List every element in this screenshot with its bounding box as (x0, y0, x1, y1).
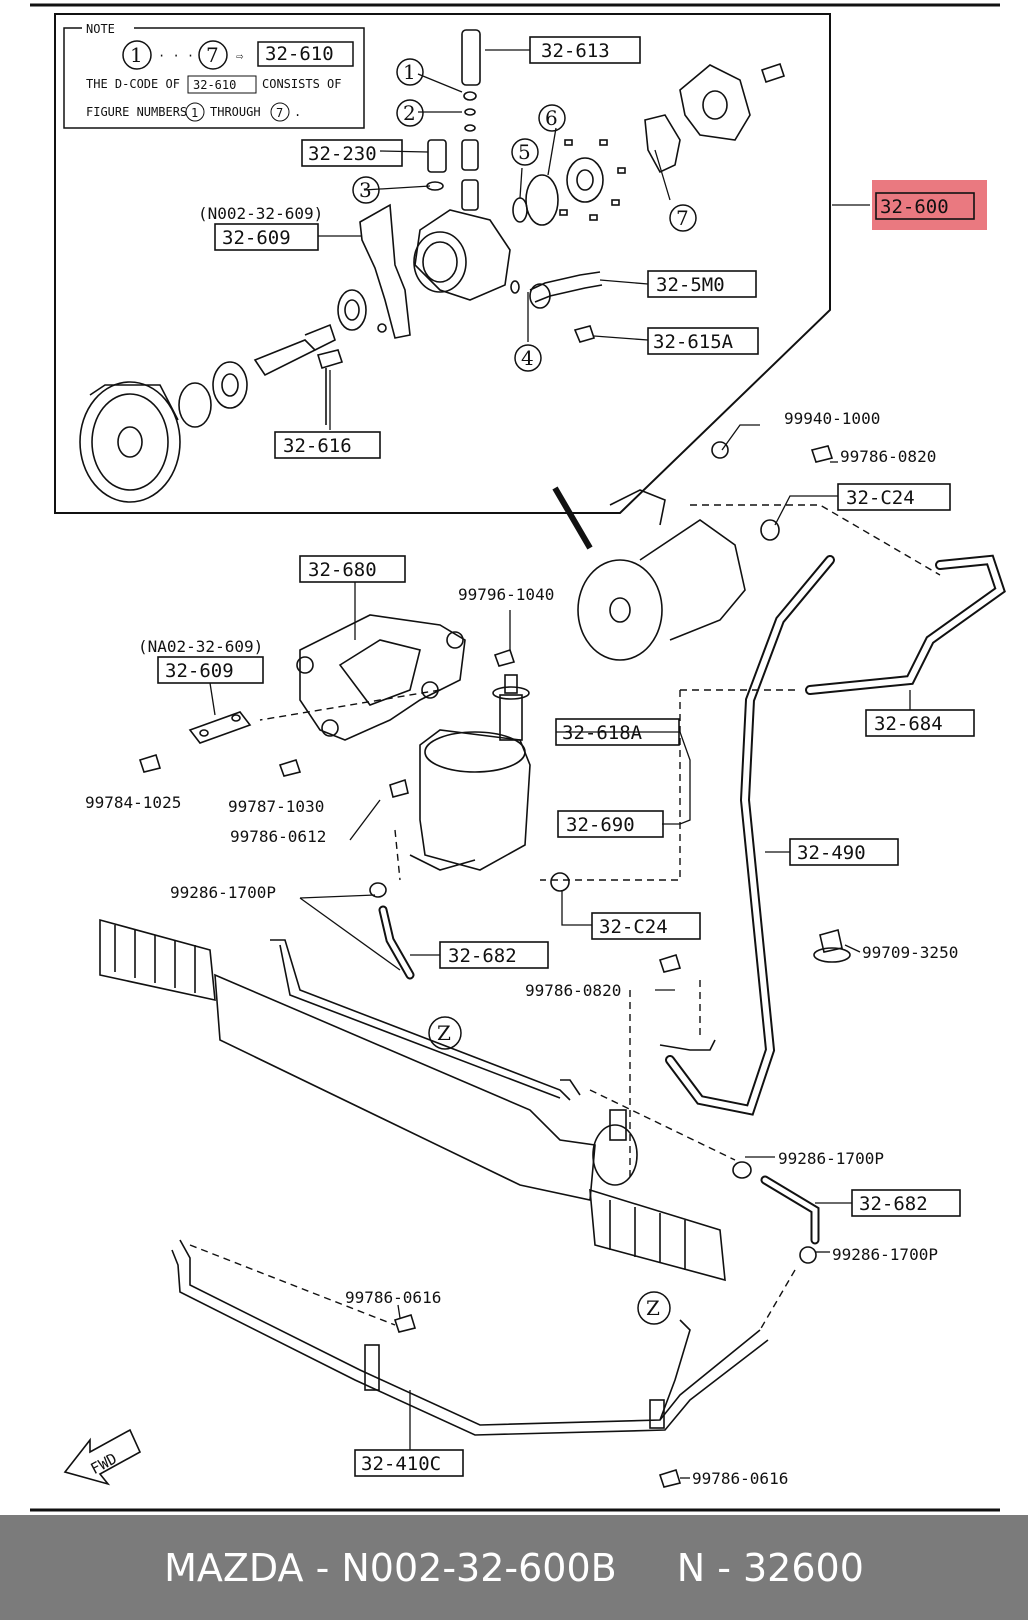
note-range-end: 7 (206, 43, 219, 67)
pn-99786-0616-right: 99786-0616 (692, 1469, 788, 1488)
callout-32-613: 32-613 (541, 40, 610, 62)
callout-32-5m0: 32-5M0 (656, 274, 725, 296)
num-2: 2 (403, 101, 416, 125)
highlight-32-600 (872, 180, 987, 230)
callout-32-609-top: 32-609 (222, 227, 291, 249)
pn-99286-1700p-left: 99286-1700P (170, 883, 276, 902)
pn-99286-1700p-right2: 99286-1700P (832, 1245, 938, 1264)
pn-99786-0820-top: 99786-0820 (840, 447, 936, 466)
pump-parts-art (79, 29, 786, 503)
note-line1-code: 32-610 (193, 78, 236, 92)
callout-32-c24-upper: 32-C24 (846, 487, 915, 509)
note-line2-b: THROUGH (210, 105, 261, 119)
circled-numbers (352, 58, 697, 372)
callout-32-680: 32-680 (308, 559, 377, 581)
note-line2-a: FIGURE NUMBERS (86, 105, 187, 119)
callout-32-684: 32-684 (874, 713, 943, 735)
note-line2-num1: 1 (191, 106, 198, 120)
note-heading: NOTE (86, 22, 115, 36)
footer-part-number: MAZDA - N002-32-600B (164, 1545, 617, 1590)
callout-32-600: 32-600 (880, 196, 949, 218)
note-box: NOTE 1 · · · 7 ⇨ 32-610 THE D-CODE OF 32… (63, 22, 365, 129)
num-6: 6 (545, 106, 558, 130)
callout-32-615a: 32-615A (653, 331, 734, 353)
note-dots: · · · (158, 49, 194, 63)
note-line1-a: THE D-CODE OF (86, 77, 180, 91)
callout-32-c24-lower: 32-C24 (599, 916, 668, 938)
pn-99940-1000: 99940-1000 (784, 409, 880, 428)
footer-bar: MAZDA - N002-32-600B N - 32600 (0, 1515, 1028, 1620)
pn-99286-1700p-right1: 99286-1700P (778, 1149, 884, 1168)
callout-32-618a: 32-618A (562, 722, 643, 744)
parts-diagram: NOTE 1 · · · 7 ⇨ 32-610 THE D-CODE OF 32… (30, 3, 1006, 1512)
note-line2-c: . (294, 105, 301, 119)
callout-32-682-left: 32-682 (448, 945, 517, 967)
callout-32-490: 32-490 (797, 842, 866, 864)
fwd-label: FWD (88, 1449, 120, 1478)
callout-32-609-top-ref: (N002-32-609) (198, 204, 323, 223)
note-code-box: 32-610 (265, 43, 334, 65)
num-5: 5 (518, 140, 531, 164)
callout-32-609-bottom-ref: (NA02-32-609) (138, 637, 263, 656)
leader-lines-bottom (209, 424, 911, 1479)
num-4: 4 (521, 346, 534, 370)
pn-99786-0820-mid: 99786-0820 (525, 981, 621, 1000)
callout-32-682-right: 32-682 (859, 1193, 928, 1215)
pn-99787-1030: 99787-1030 (228, 797, 324, 816)
leader-lines-top (318, 49, 870, 430)
z-marker-lower: Z (646, 1296, 660, 1320)
num-7: 7 (676, 206, 689, 230)
callout-32-609-bottom: 32-609 (165, 660, 234, 682)
assembly-art (63, 441, 1006, 1488)
num-1: 1 (403, 60, 416, 84)
note-range-start: 1 (130, 43, 143, 67)
callout-32-616: 32-616 (283, 435, 352, 457)
num-3: 3 (359, 178, 372, 202)
callout-32-410c: 32-410C (361, 1453, 441, 1475)
callout-32-690: 32-690 (566, 814, 635, 836)
note-line1-b: CONSISTS OF (262, 77, 341, 91)
pn-99786-0612: 99786-0612 (230, 827, 326, 846)
pn-99784-1025: 99784-1025 (85, 793, 181, 812)
pn-99709-3250: 99709-3250 (862, 943, 958, 962)
callout-32-230: 32-230 (308, 143, 377, 165)
pump-exploded-frame (54, 13, 831, 514)
z-marker-upper: Z (437, 1021, 451, 1045)
note-arrow: ⇨ (236, 49, 244, 63)
dashed-lines (189, 504, 941, 1331)
note-line2-num7: 7 (276, 106, 283, 120)
footer-code: N - 32600 (676, 1545, 864, 1590)
pn-99786-0616-left: 99786-0616 (345, 1288, 441, 1307)
pn-99796-1040: 99796-1040 (458, 585, 554, 604)
